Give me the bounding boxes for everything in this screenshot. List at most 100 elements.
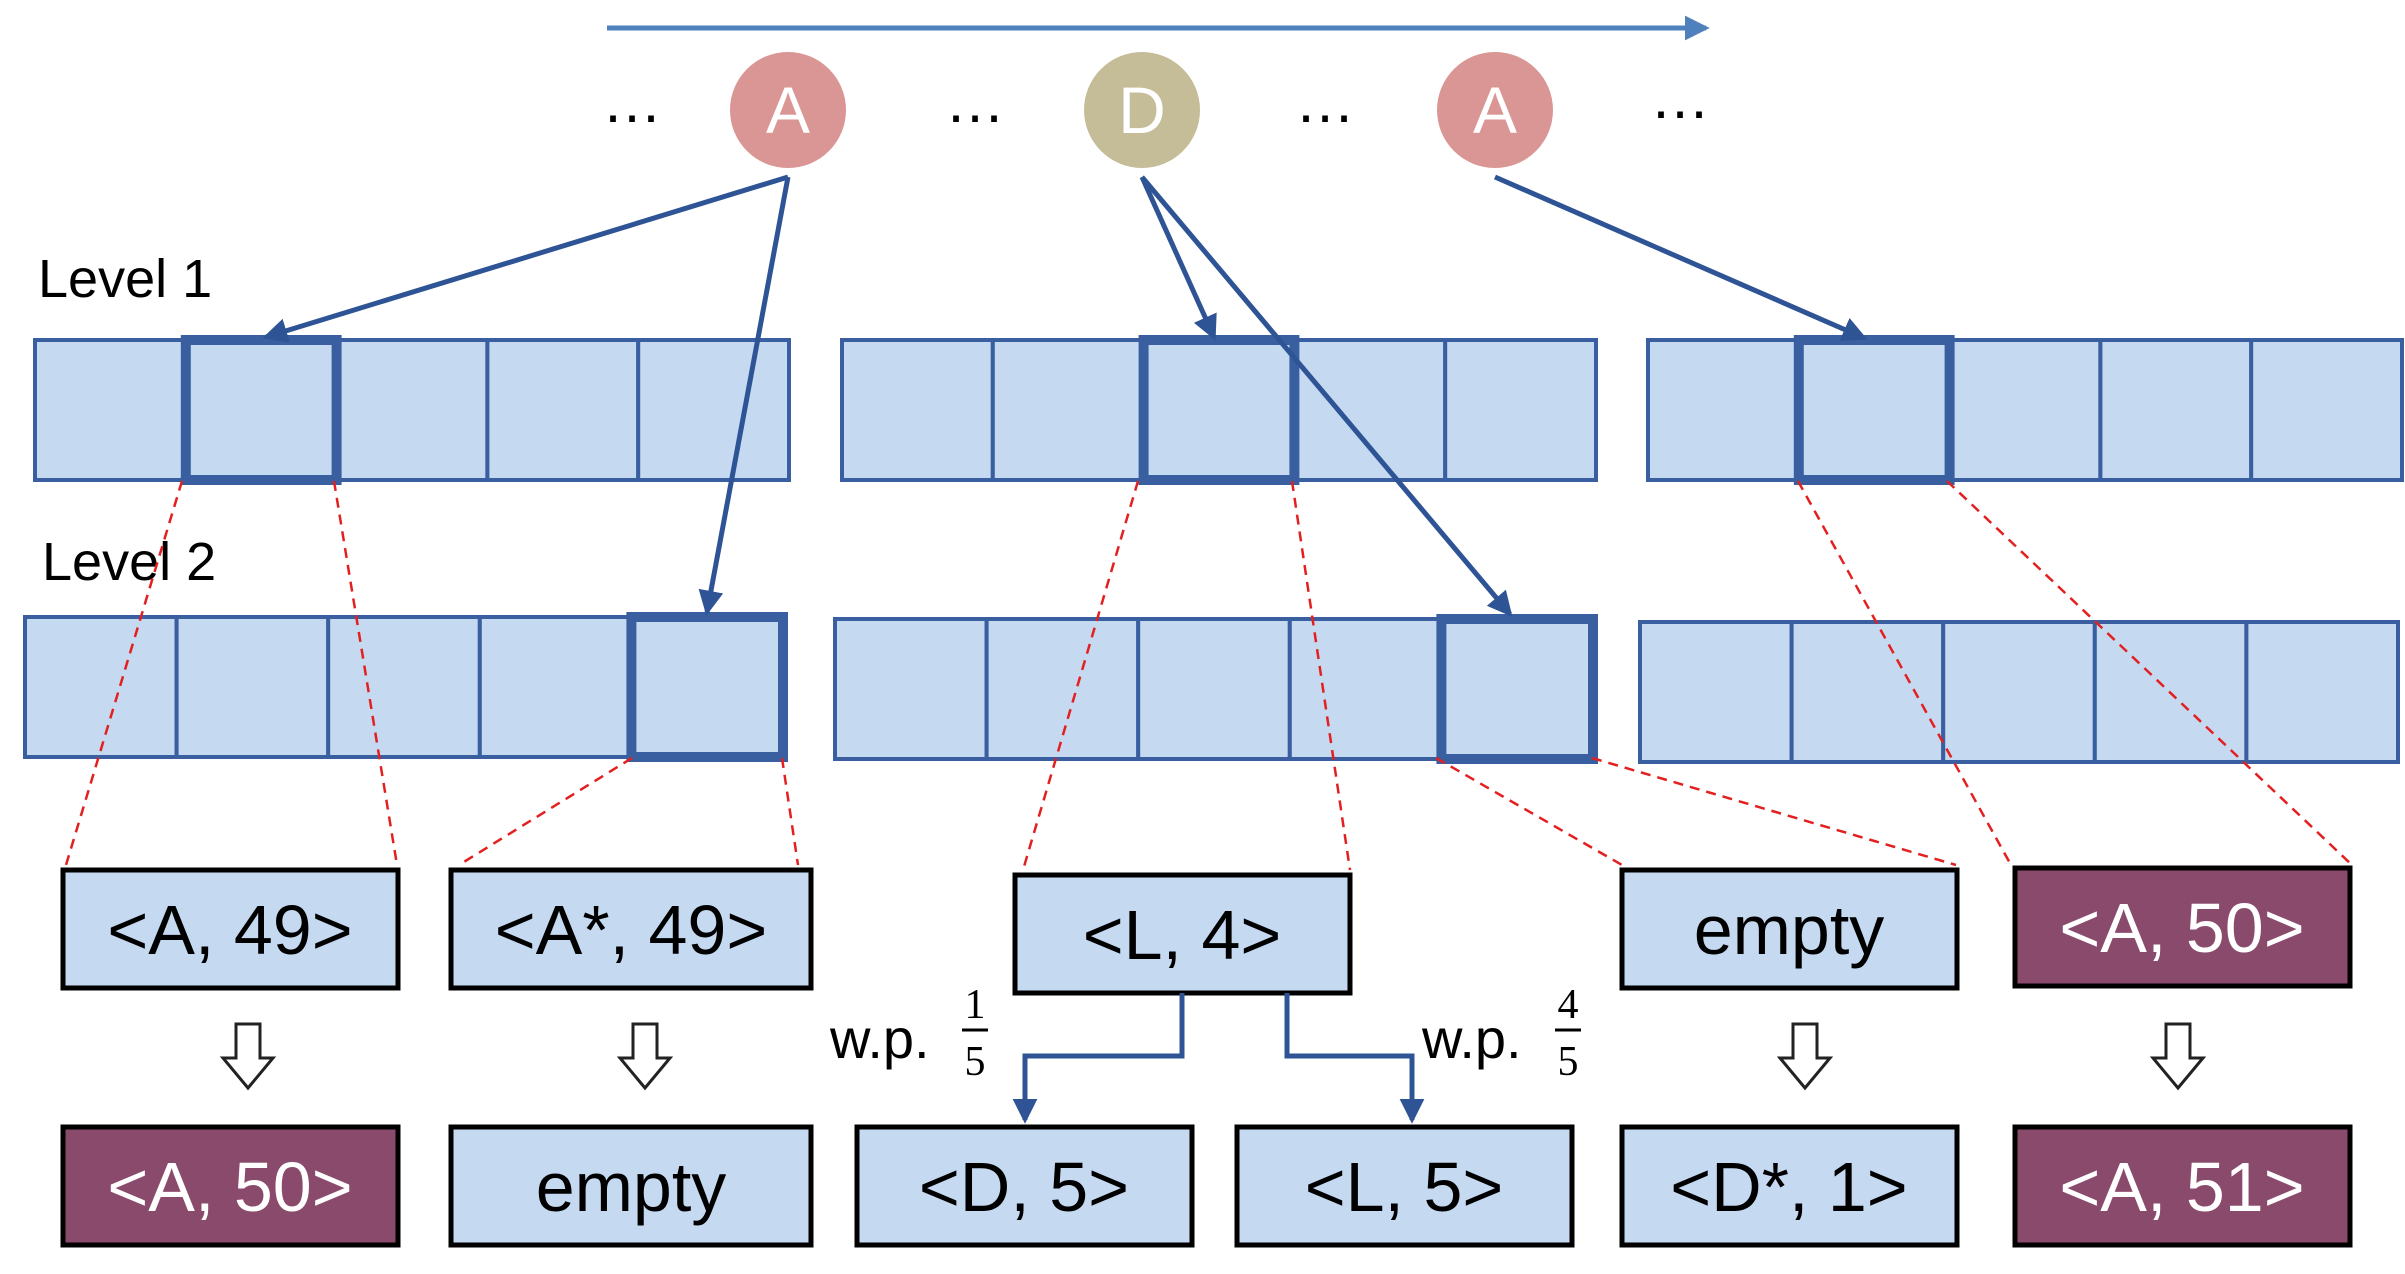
hash-table-level-2-row-2: [833, 614, 1599, 764]
branch-arrows: [1012, 993, 1425, 1124]
event-D: D: [1084, 52, 1200, 168]
hash-arrow: [1140, 175, 1513, 617]
probability-numerator: 1: [965, 982, 986, 1028]
event-letter: D: [1118, 73, 1166, 147]
entry-box-bottom-2: empty: [448, 1124, 814, 1248]
level-1-label: Level 1: [38, 249, 212, 309]
entry-box-bottom-1: <A, 50>: [60, 1124, 401, 1248]
table-cell: [33, 338, 188, 482]
entry-box-bottom-6: <A, 51>: [2012, 1124, 2353, 1248]
hash-arrow: [698, 176, 791, 616]
entry-box-bg: [1234, 1124, 1575, 1248]
entry-text: <D*, 1>: [1670, 1148, 1907, 1226]
probability-right: w.p. 4 5: [1421, 982, 1581, 1085]
probability-prefix: w.p.: [1421, 1007, 1522, 1070]
table-cell: [2098, 338, 2254, 482]
event-letter: A: [766, 73, 810, 147]
hash-table-level-1-row-3: [1646, 335, 2404, 485]
entry-box-bg: [1012, 872, 1353, 996]
table-cell: [174, 615, 331, 759]
entry-text: <D, 5>: [919, 1148, 1129, 1226]
ellipsis-2: …: [945, 68, 1005, 135]
event-A-2: A: [1437, 52, 1553, 168]
entry-text: <L, 4>: [1083, 896, 1282, 974]
entry-box-bottom-3: <D, 5>: [854, 1124, 1195, 1248]
entry-box-bg: [448, 867, 814, 991]
transition-arrow-icon: [616, 1022, 674, 1091]
table-cell: [334, 338, 490, 482]
entry-text: <A, 50>: [107, 1148, 352, 1226]
table-cell: [984, 617, 1141, 761]
dashed-link: [1290, 480, 1352, 871]
entry-box-top-5: <A, 50>: [2012, 865, 2353, 989]
table-cell: [1287, 617, 1444, 761]
event-circle: [1084, 52, 1200, 168]
entry-text: empty: [1694, 891, 1885, 969]
entry-box-bottom-5: <D*, 1>: [1619, 1124, 1960, 1248]
dashed-link: [1796, 480, 2013, 866]
entry-box-top-3: <L, 4>: [1012, 872, 1353, 996]
entry-text: <A*, 49>: [495, 891, 767, 969]
table-cell-highlighted: [1138, 335, 1300, 485]
dashed-links: [64, 480, 2353, 871]
entry-box-bg: [2012, 1124, 2353, 1248]
probability-denominator: 5: [1558, 1039, 1579, 1085]
entry-box-bg: [448, 1124, 814, 1248]
entry-text: <A, 49>: [107, 891, 352, 969]
entry-text: empty: [536, 1148, 727, 1226]
dashed-link: [332, 480, 399, 866]
branch-arrow-left: [1012, 993, 1185, 1124]
table-cell: [636, 338, 792, 482]
entry-box-top-1: <A, 49>: [60, 867, 401, 991]
table-cell: [990, 338, 1146, 482]
table-cell-highlighted: [1793, 335, 1955, 485]
table-cell: [833, 617, 989, 761]
entry-box-bg: [60, 1124, 401, 1248]
dashed-link: [458, 756, 633, 867]
table-cell: [840, 338, 995, 482]
table-cell: [326, 615, 482, 759]
table-cell-highlighted: [180, 335, 342, 485]
dashed-link: [1591, 756, 1957, 867]
ellipsis-4: …: [1650, 64, 1710, 131]
event-A-1: A: [730, 52, 846, 168]
hash-table-level-1-row-2: [840, 335, 1598, 485]
dashed-link: [1435, 756, 1623, 867]
table-cell: [23, 615, 179, 759]
ellipsis-1: …: [602, 68, 662, 135]
entry-text: <L, 5>: [1305, 1148, 1504, 1226]
event-circle: [730, 52, 846, 168]
probability-left: w.p. 1 5: [829, 982, 988, 1085]
entry-box-bg: [1619, 1124, 1960, 1248]
dashed-link: [1946, 480, 2353, 866]
table-cell: [477, 615, 634, 759]
dashed-link: [780, 757, 800, 866]
table-cell: [1443, 338, 1598, 482]
table-cell: [1136, 617, 1292, 761]
transition-arrow-icon: [1776, 1022, 1834, 1091]
table-cell: [485, 338, 641, 482]
table-cell: [2249, 338, 2404, 482]
table-cell: [1789, 620, 1946, 764]
probability-numerator: 4: [1558, 982, 1579, 1028]
hash-table-level-1-row-1: [33, 335, 792, 485]
hash-arrow: [1139, 175, 1217, 341]
entry-text: <A, 50>: [2059, 889, 2304, 967]
table-cell: [1941, 620, 2097, 764]
table-cell-highlighted: [1436, 614, 1599, 764]
entry-box-bg: [2012, 865, 2353, 989]
entry-box-bg: [60, 867, 401, 991]
entry-box-bottom-4: <L, 5>: [1234, 1124, 1575, 1248]
transition-arrow-icon: [2149, 1022, 2207, 1091]
table-cell: [1638, 620, 1794, 764]
entry-box-top-2: <A*, 49>: [448, 867, 814, 991]
event-letter: A: [1473, 73, 1517, 147]
level-2-label: Level 2: [42, 532, 216, 592]
hash-arrow: [1494, 174, 1868, 341]
hash-arrows: [262, 174, 1868, 617]
table-cell: [1947, 338, 2103, 482]
transition-arrow-icon: [219, 1022, 277, 1091]
hash-arrow: [262, 174, 789, 343]
entry-box-bg: [854, 1124, 1195, 1248]
table-cell: [1646, 338, 1801, 482]
